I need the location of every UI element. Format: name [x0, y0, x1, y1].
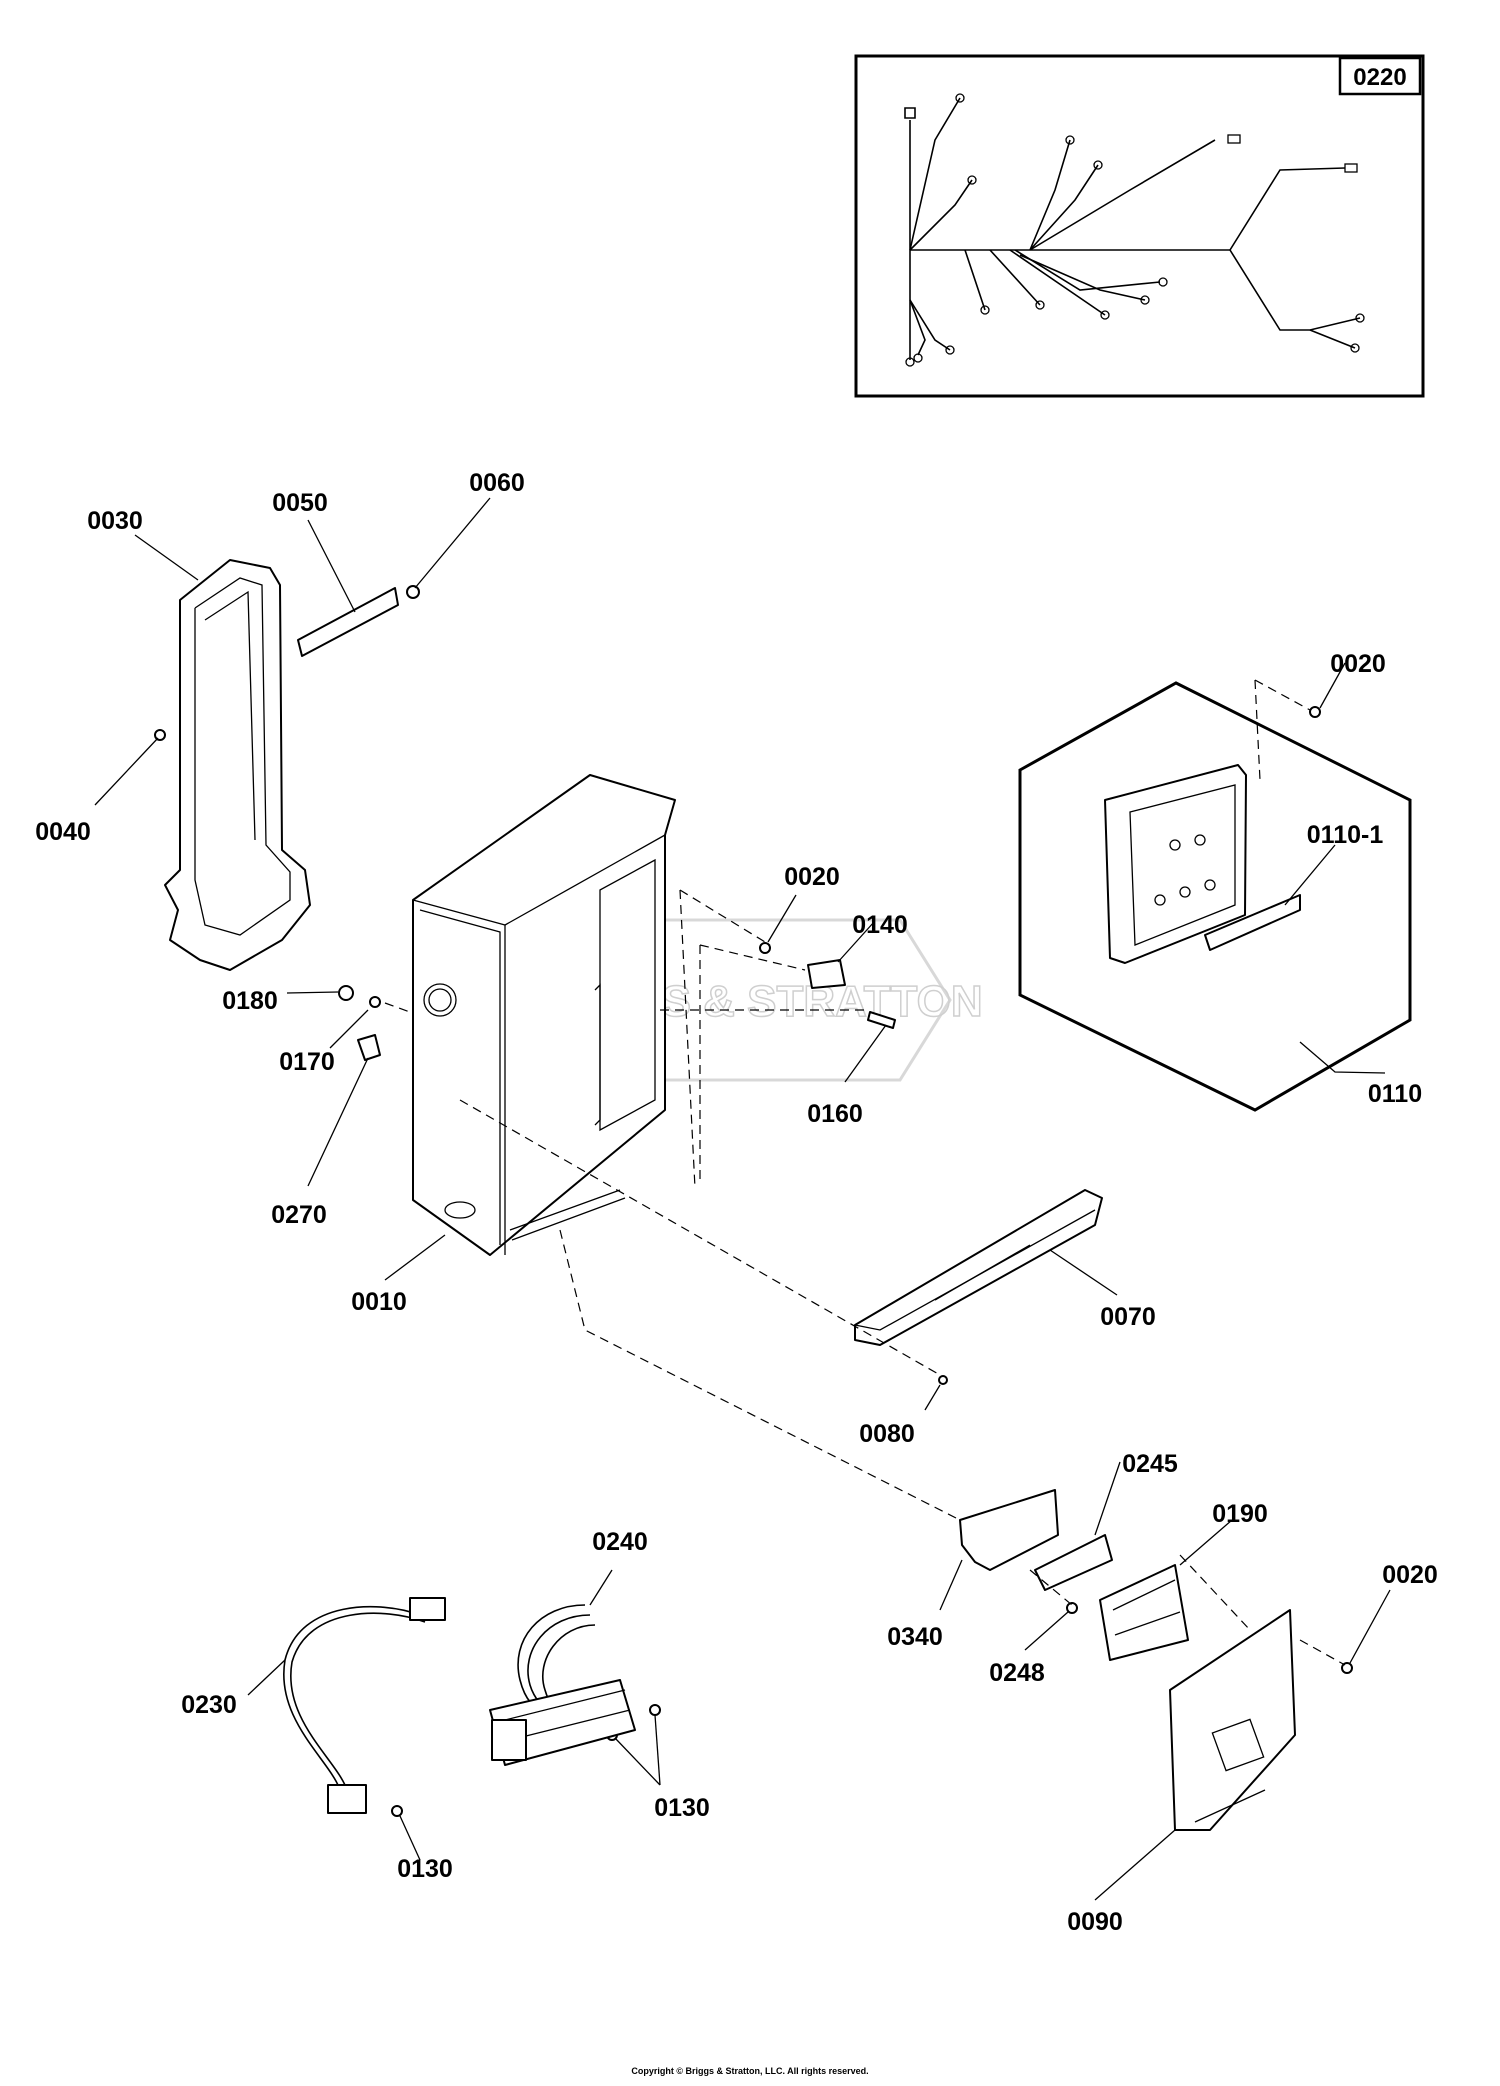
harness-0240 [489, 1604, 636, 1766]
cover-plate-0090 [1169, 1609, 1296, 1831]
breaker-0190 [1099, 1564, 1189, 1661]
washer-0180 [338, 985, 354, 1001]
bracket-0340 [959, 1489, 1059, 1571]
label-0060: 0060 [469, 469, 525, 497]
screw-0040 [154, 729, 166, 741]
leader-lines [94, 497, 1391, 1901]
label-0020-bottom: 0020 [1382, 1561, 1438, 1589]
label-0160: 0160 [807, 1100, 863, 1128]
nut-0060 [406, 585, 420, 599]
label-0130-right: 0130 [654, 1794, 710, 1822]
label-0130-left: 0130 [397, 1855, 453, 1883]
label-0030: 0030 [87, 507, 143, 535]
label-0110-1: 0110-1 [1307, 821, 1384, 849]
screw-0020-bottom [1341, 1662, 1353, 1674]
label-strip-0050 [297, 587, 399, 657]
copyright-notice: Copyright © Briggs & Stratton, LLC. All … [631, 2066, 869, 2076]
usb-panel-0110-1 [1204, 894, 1301, 951]
label-0270: 0270 [271, 1201, 327, 1229]
screw-0020-right [1309, 706, 1321, 718]
label-0070: 0070 [1100, 1303, 1156, 1331]
inset-wiring-harness: 0220 [854, 54, 1425, 398]
label-0245: 0245 [1122, 1450, 1178, 1478]
label-0080: 0080 [859, 1420, 915, 1448]
label-0050: 0050 [272, 489, 328, 517]
bracket-rail-0070 [854, 1189, 1103, 1346]
plate-0245 [1034, 1534, 1113, 1591]
screw-0130-left [391, 1805, 403, 1817]
lug-0140 [807, 959, 846, 989]
label-0248: 0248 [989, 1659, 1045, 1687]
wiring-harness [904, 93, 1365, 367]
label-0340: 0340 [887, 1623, 943, 1651]
label-0020-right: 0020 [1330, 650, 1386, 678]
enclosure-0010 [412, 774, 676, 1256]
label-0190: 0190 [1212, 1500, 1268, 1528]
grommet-0270 [357, 1034, 381, 1061]
label-0180: 0180 [222, 987, 278, 1015]
label-0110: 0110 [1368, 1080, 1422, 1108]
label-0010: 0010 [351, 1288, 407, 1316]
screw-0160 [867, 1011, 896, 1029]
label-0090: 0090 [1067, 1908, 1123, 1936]
part-labels: 0030 0050 0060 0040 0180 0170 0270 0010 … [35, 469, 1438, 1936]
screw-0248 [1066, 1602, 1078, 1614]
label-0020-top: 0020 [784, 863, 840, 891]
label-0230: 0230 [181, 1691, 237, 1719]
screw-0080 [938, 1375, 948, 1385]
label-0240: 0240 [592, 1528, 648, 1556]
label-0170: 0170 [279, 1048, 335, 1076]
breaker-assembly [959, 1489, 1189, 1661]
cable-0230 [282, 1597, 446, 1814]
alignment-lines [384, 679, 1346, 1666]
gasket-channel-0030 [164, 559, 311, 971]
label-0140: 0140 [852, 911, 908, 939]
controller-assembly-0110 [1018, 681, 1412, 1112]
label-0040: 0040 [35, 818, 91, 846]
screw-0020-top [759, 942, 771, 954]
screw-0130-right-a [649, 1704, 661, 1716]
inset-tag-0220: 0220 [1353, 64, 1406, 91]
nut-0170 [369, 996, 381, 1008]
